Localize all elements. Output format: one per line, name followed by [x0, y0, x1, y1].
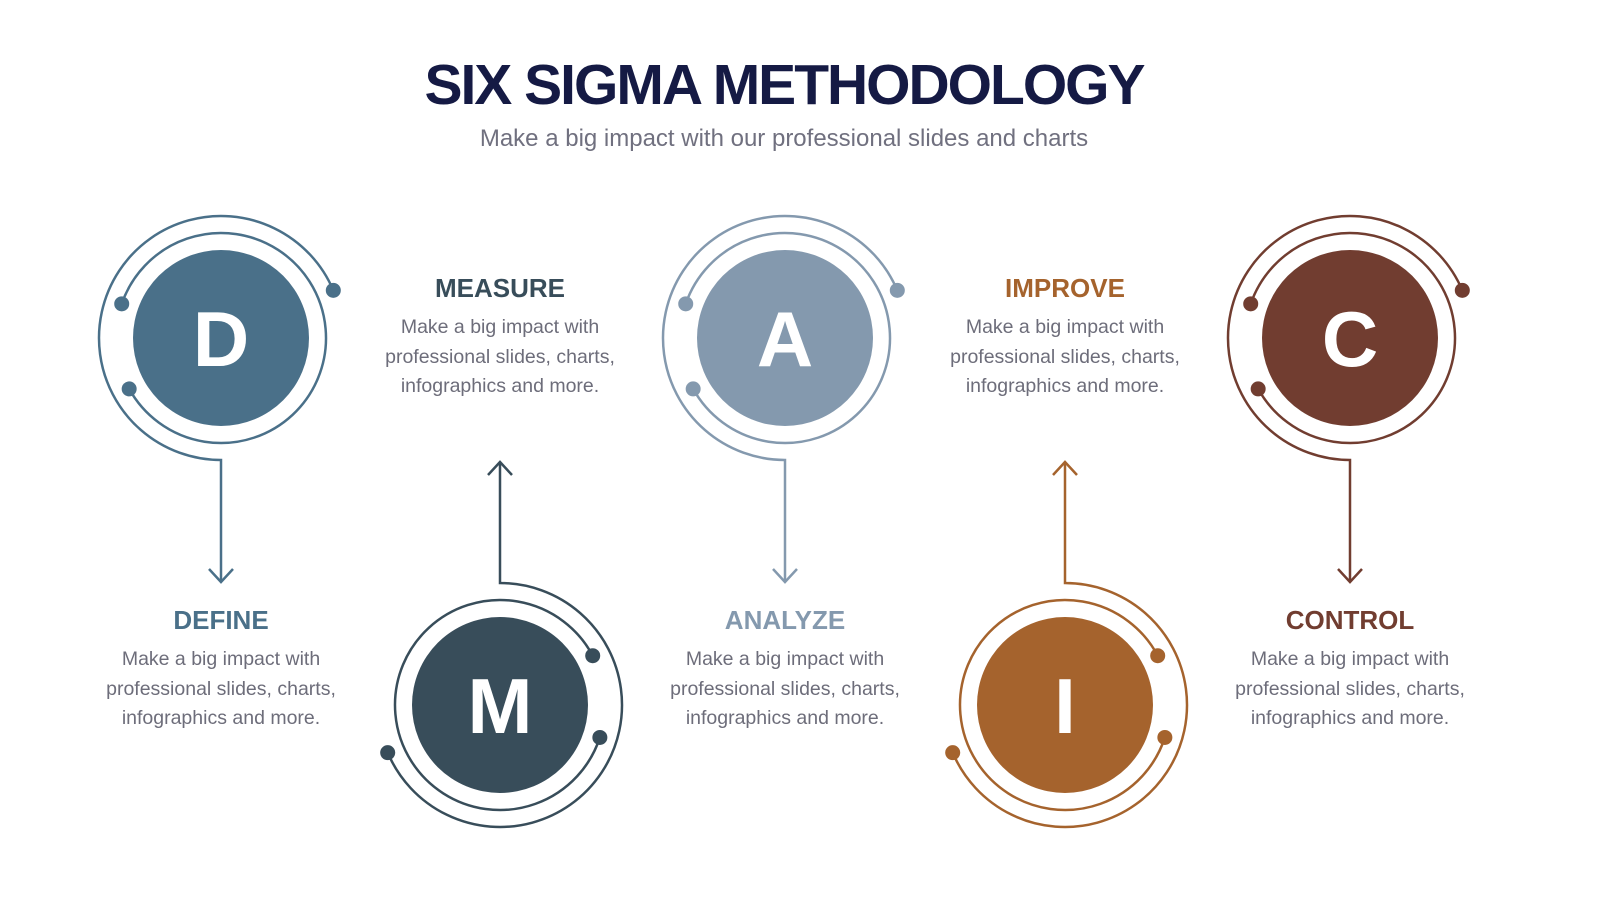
- step-circle: [412, 617, 588, 793]
- step-circle: [977, 617, 1153, 793]
- page-subtitle: Make a big impact with our professional …: [479, 125, 1089, 152]
- ring-dot: [325, 282, 341, 298]
- step-description: Make a big impact with professional slid…: [950, 316, 1180, 397]
- step-circle: [697, 250, 873, 426]
- ring-dot: [685, 381, 701, 397]
- arrow-up-icon: [1052, 460, 1078, 476]
- outer-ring-connector: [661, 214, 899, 582]
- inner-ring: [120, 231, 328, 445]
- step-circle: [1262, 250, 1438, 426]
- ring-dot: [380, 745, 396, 761]
- step-text-control: CONTROL Make a big impact with profession…: [1200, 605, 1500, 734]
- ring-dot: [1454, 282, 1470, 298]
- ring-dot: [1150, 648, 1166, 664]
- ring-dot: [945, 745, 961, 761]
- step-icon-control: C: [1226, 214, 1470, 584]
- ring-dot: [678, 296, 694, 312]
- step-letter: I: [1054, 662, 1076, 750]
- arrow-up-icon: [487, 460, 513, 476]
- step-icon-improve: I: [945, 460, 1189, 829]
- step-label: IMPROVE: [1005, 273, 1125, 303]
- inner-ring: [684, 231, 892, 445]
- step-icon-define: D: [97, 214, 341, 584]
- ring-dot: [114, 296, 130, 312]
- step-icon-analyze: A: [661, 214, 905, 584]
- outer-ring-connector: [951, 462, 1189, 829]
- step-label: MEASURE: [434, 273, 565, 303]
- step-text-analyze: ANALYZE Make a big impact with profession…: [635, 605, 935, 734]
- step-icon-measure: M: [380, 460, 624, 829]
- step-description: Make a big impact with professional slid…: [670, 648, 900, 729]
- page-title: SIX SIGMA METHODOLOGY: [424, 53, 1145, 117]
- arrow-down-icon: [1337, 568, 1363, 584]
- ring-dot: [1243, 296, 1259, 312]
- outer-ring-connector: [386, 462, 624, 829]
- step-text-measure: MEASURE Make a big impact with profession…: [350, 273, 650, 402]
- step-letter: D: [193, 295, 249, 383]
- step-label: DEFINE: [173, 605, 269, 635]
- step-circle: [133, 250, 309, 426]
- arrow-down-icon: [772, 568, 798, 584]
- inner-ring: [1249, 231, 1457, 445]
- ring-dot: [889, 282, 905, 298]
- step-description: Make a big impact with professional slid…: [385, 316, 615, 397]
- step-letter: M: [468, 662, 533, 750]
- step-label: ANALYZE: [724, 605, 846, 635]
- step-label: CONTROL: [1285, 605, 1415, 635]
- inner-ring: [958, 598, 1167, 812]
- outer-ring-connector: [97, 214, 335, 582]
- ring-dot: [1250, 381, 1266, 397]
- ring-dot: [1157, 729, 1173, 745]
- ring-dot: [585, 648, 601, 664]
- step-letter: A: [757, 295, 813, 383]
- step-description: Make a big impact with professional slid…: [1235, 648, 1465, 729]
- step-letter: C: [1322, 295, 1378, 383]
- inner-ring: [393, 598, 602, 812]
- step-description: Make a big impact with professional slid…: [106, 648, 336, 729]
- step-text-improve: IMPROVE Make a big impact with profession…: [915, 273, 1215, 402]
- ring-dot: [592, 729, 608, 745]
- arrow-down-icon: [208, 568, 234, 584]
- outer-ring-connector: [1226, 214, 1464, 582]
- ring-dot: [121, 381, 137, 397]
- step-text-define: DEFINE Make a big impact with professiona…: [71, 605, 371, 734]
